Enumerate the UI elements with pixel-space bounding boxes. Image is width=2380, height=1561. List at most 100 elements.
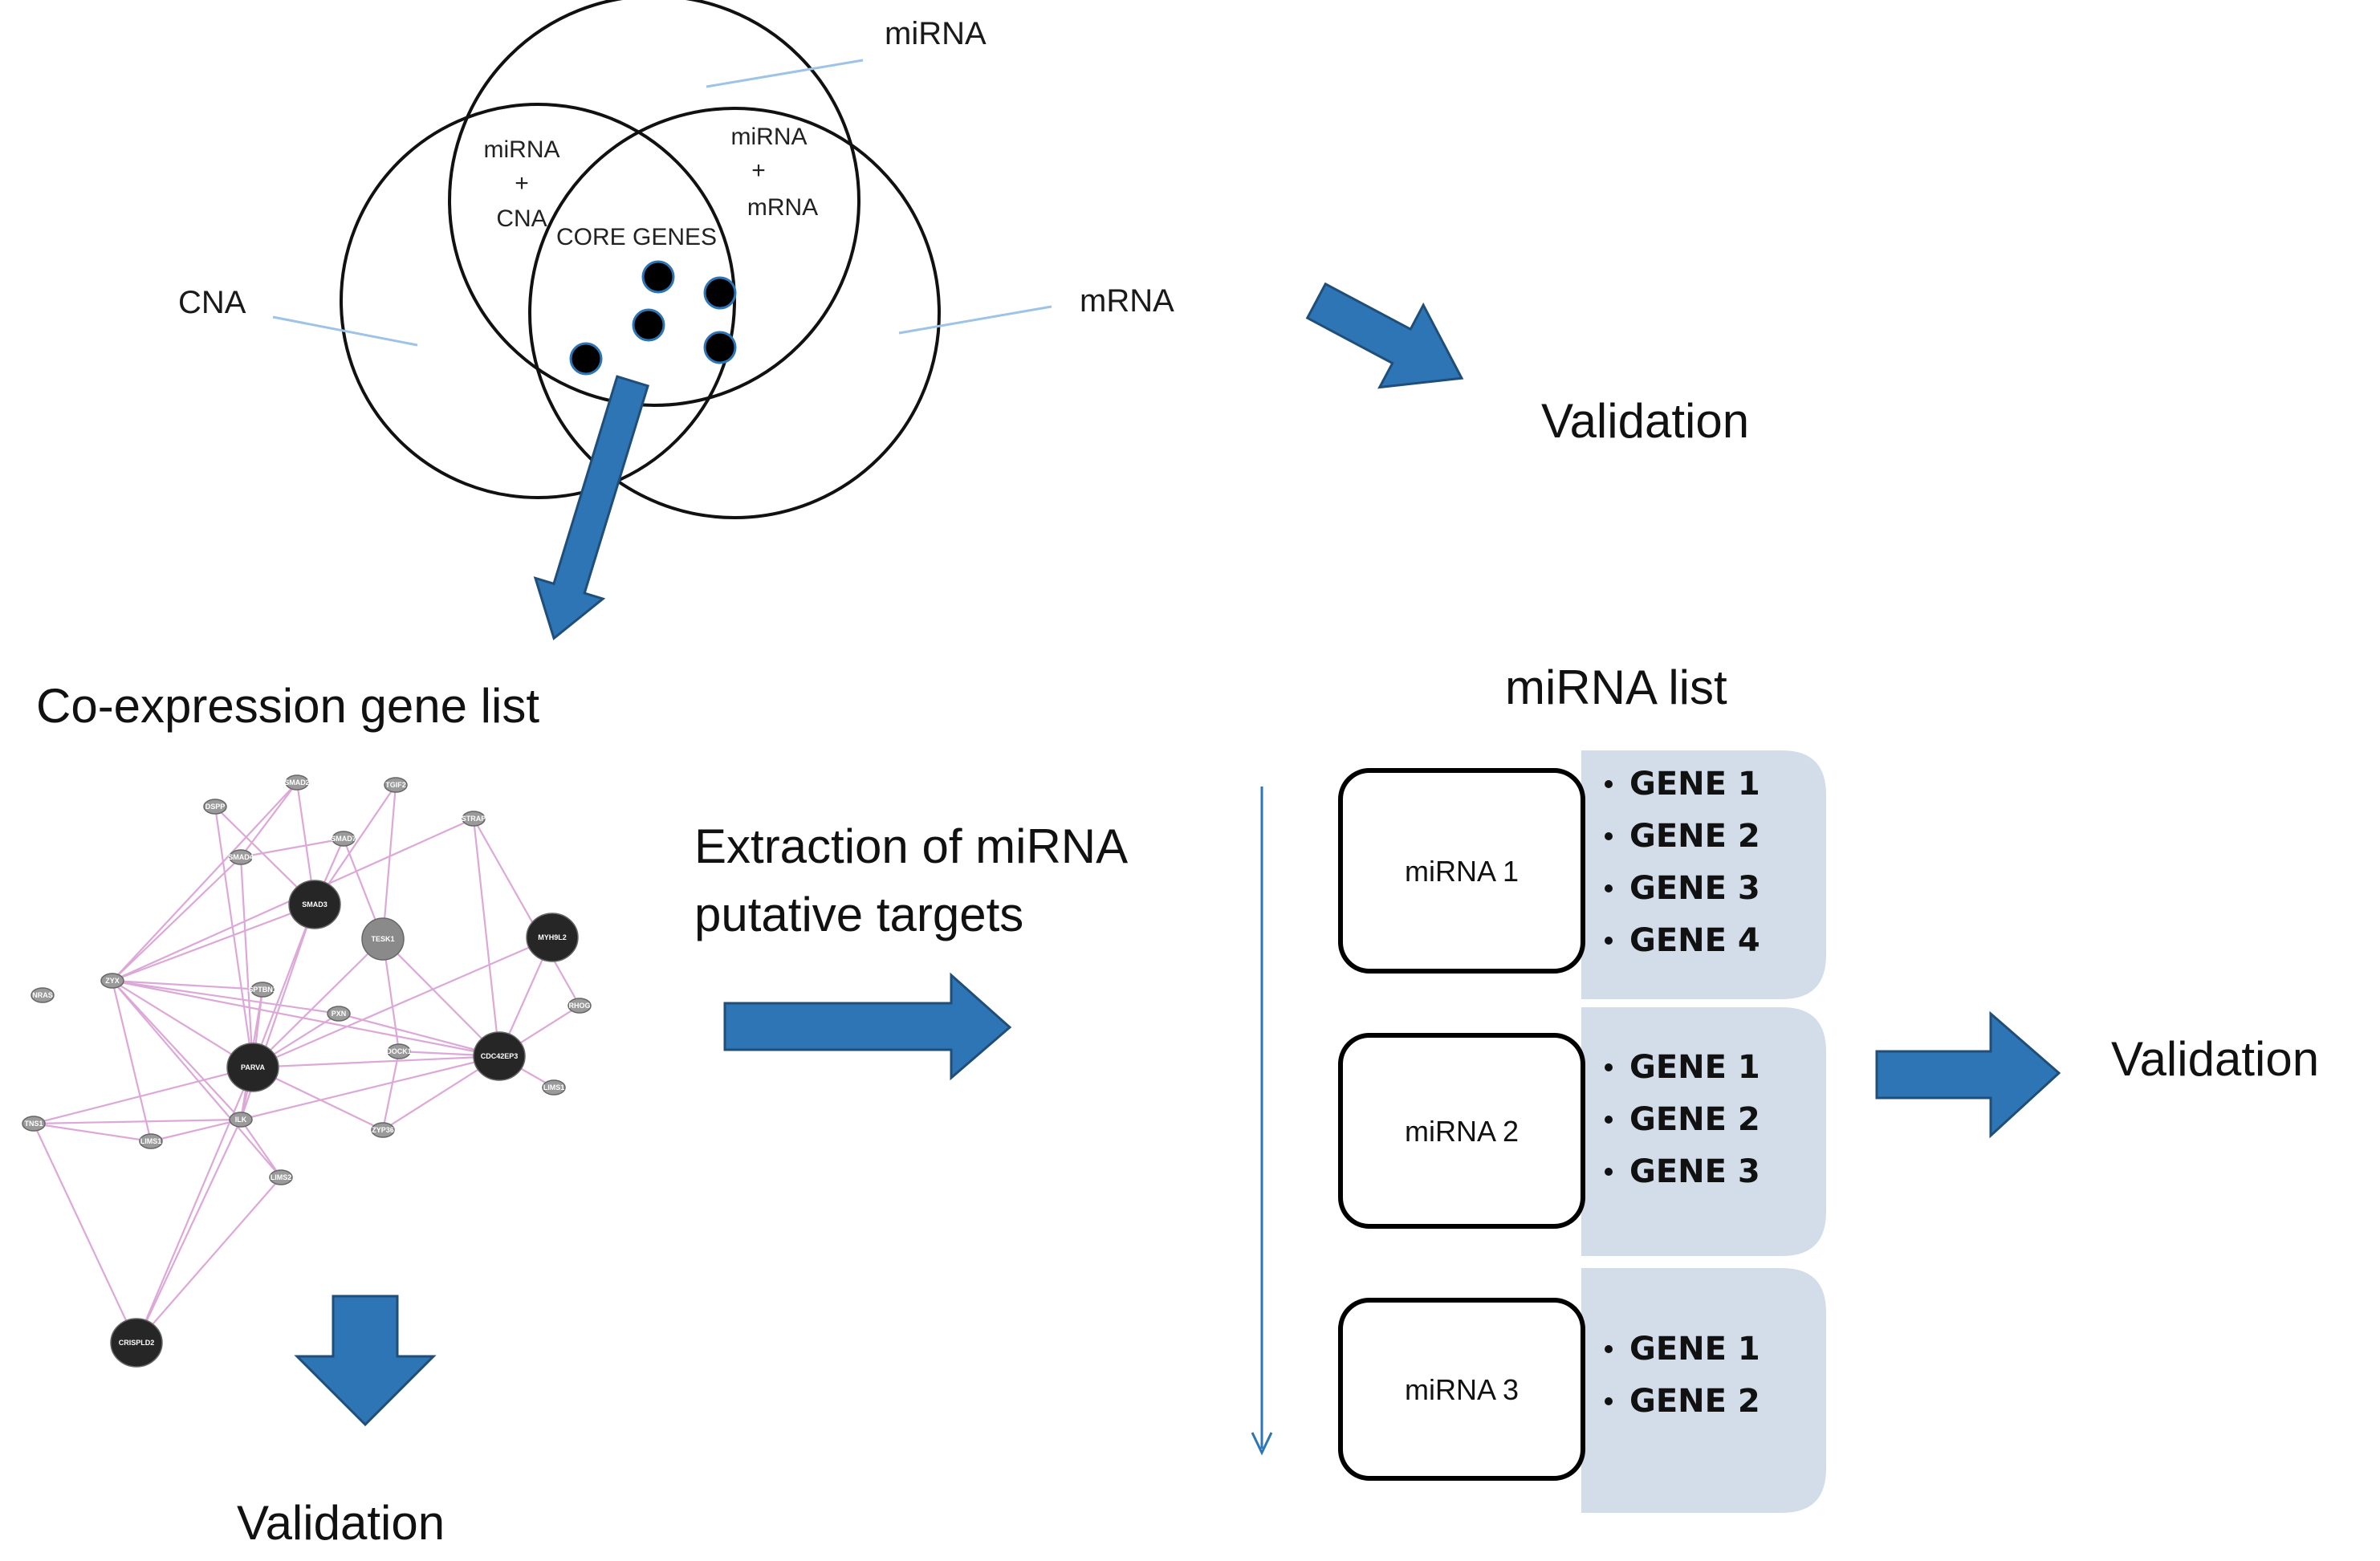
network-node: TNS1 bbox=[22, 1116, 46, 1132]
network-node: DOCK1 bbox=[386, 1043, 412, 1059]
mirna-box-label: miRNA 1 bbox=[1405, 855, 1519, 888]
core-gene-dot bbox=[569, 342, 603, 376]
network-edge bbox=[112, 782, 298, 982]
bullet-icon bbox=[1605, 937, 1613, 945]
gene-item: GENE 1 bbox=[1629, 766, 1760, 803]
network-node-label: SMAD2 bbox=[284, 778, 310, 787]
gene-item: GENE 4 bbox=[1629, 922, 1760, 959]
network-node-label: NRAS bbox=[32, 991, 53, 999]
gene-item: GENE 2 bbox=[1629, 1101, 1760, 1138]
network-edge bbox=[252, 1055, 500, 1069]
core-gene-dots bbox=[569, 260, 737, 376]
bullet-icon bbox=[1605, 780, 1613, 788]
mirna-box bbox=[1338, 1033, 1585, 1229]
bullet-icon bbox=[1605, 1063, 1613, 1071]
network-edge bbox=[112, 903, 315, 982]
gene-panel bbox=[1581, 1268, 1826, 1513]
network-node-label: PARVA bbox=[241, 1063, 266, 1071]
block-arrow-icon bbox=[1875, 1010, 2061, 1139]
block-arrow-icon bbox=[533, 375, 649, 640]
network-edge bbox=[252, 936, 553, 1069]
network-edge bbox=[381, 1051, 401, 1131]
network-node-label: CDC42EP3 bbox=[481, 1052, 519, 1060]
bullet-icon bbox=[1605, 1168, 1613, 1176]
venn-circle-mrna bbox=[528, 107, 941, 519]
venn-label-mrna: mRNA bbox=[1080, 283, 1174, 319]
core-gene-dot bbox=[641, 260, 675, 294]
network-node-label: SMAD7 bbox=[331, 835, 356, 843]
mirna-box-label: miRNA 3 bbox=[1405, 1373, 1519, 1406]
network-edge bbox=[214, 806, 254, 1068]
network-node: CDC42EP3 bbox=[473, 1031, 526, 1081]
extraction-label-line2: putative targets bbox=[694, 888, 1023, 941]
network-node-label: SMAD4 bbox=[228, 853, 254, 861]
gene-item: GENE 3 bbox=[1629, 870, 1760, 907]
network-node: SMAD2 bbox=[284, 774, 310, 791]
core-gene-dot bbox=[703, 331, 737, 364]
core-gene-dot bbox=[632, 308, 665, 342]
network-edge bbox=[112, 979, 340, 1015]
mirna-box bbox=[1338, 1298, 1585, 1481]
network-node-label: TNS1 bbox=[24, 1120, 43, 1128]
network-node: STRAP bbox=[462, 811, 486, 827]
network-edge bbox=[33, 1118, 242, 1125]
mirna-box bbox=[1338, 768, 1585, 974]
network-edge bbox=[240, 837, 344, 859]
network-node-label: LIMS2 bbox=[271, 1173, 292, 1181]
core-gene-dot bbox=[703, 276, 737, 310]
guide-line-cna bbox=[272, 315, 418, 347]
gene-item: GENE 2 bbox=[1629, 1383, 1760, 1420]
network-node: MYH9L2 bbox=[526, 913, 579, 962]
network-edge bbox=[33, 1122, 152, 1143]
network-node: ILK bbox=[229, 1112, 253, 1128]
gene-item: GENE 2 bbox=[1629, 818, 1760, 855]
network-node: CRISPLD2 bbox=[110, 1318, 163, 1368]
network-node-label: ZYP36 bbox=[372, 1126, 394, 1134]
network-node-label: ILK bbox=[235, 1116, 247, 1124]
guide-line-mirna bbox=[706, 59, 864, 88]
network-edge bbox=[135, 1067, 254, 1344]
network-edge bbox=[112, 980, 242, 1120]
network-node: LIMS2 bbox=[269, 1169, 293, 1185]
block-arrow-icon bbox=[1305, 282, 1464, 389]
extraction-label-line1: Extraction of miRNA bbox=[694, 819, 1128, 873]
network-edge bbox=[150, 1118, 242, 1143]
network-edge bbox=[382, 938, 500, 1057]
venn-circle-cna bbox=[340, 103, 736, 499]
network-edge bbox=[251, 904, 316, 1068]
gene-item: GENE 1 bbox=[1629, 1331, 1760, 1368]
network-node-label: RHOG bbox=[569, 1002, 591, 1010]
gene-item: GENE 3 bbox=[1629, 1153, 1760, 1190]
network-node: ZYP36 bbox=[371, 1122, 395, 1138]
network-node: TESK1 bbox=[361, 917, 405, 961]
network-edge bbox=[472, 818, 501, 1057]
network-edge bbox=[240, 1119, 282, 1178]
network-node-label: TGIF2 bbox=[385, 781, 406, 789]
network-edge bbox=[112, 856, 242, 982]
venn-circle-mirna bbox=[448, 0, 860, 407]
bullet-icon bbox=[1605, 1116, 1613, 1124]
network-node-label: ZYX bbox=[105, 977, 120, 985]
venn-label-mirna: miRNA bbox=[885, 16, 987, 51]
network-node: PXN bbox=[327, 1006, 351, 1022]
network-node-label: MYH9L2 bbox=[538, 933, 567, 941]
network-node-label: SMAD3 bbox=[302, 900, 328, 909]
network-node: SMAD7 bbox=[331, 831, 356, 847]
network-edge bbox=[381, 784, 397, 940]
network-node: SMAD4 bbox=[228, 849, 254, 865]
validation-top-label: Validation bbox=[1541, 394, 1749, 448]
network-edge bbox=[239, 856, 254, 1068]
mirna-list-title: miRNA list bbox=[1505, 661, 1727, 714]
overlap-mirna-cna-line2: + bbox=[515, 170, 529, 197]
network-edge bbox=[112, 980, 282, 1178]
bullet-icon bbox=[1605, 884, 1613, 892]
network-edge bbox=[338, 1012, 500, 1058]
mirna-group: miRNA 1 GENE 1 GENE 2 GENE 3 GENE 4 bbox=[1338, 750, 1826, 999]
venn-diagram: miRNA CNA mRNA miRNA + CNA miRNA + mRNA … bbox=[178, 0, 1174, 519]
network-edge bbox=[252, 938, 384, 1068]
bullet-icon bbox=[1605, 1345, 1613, 1353]
